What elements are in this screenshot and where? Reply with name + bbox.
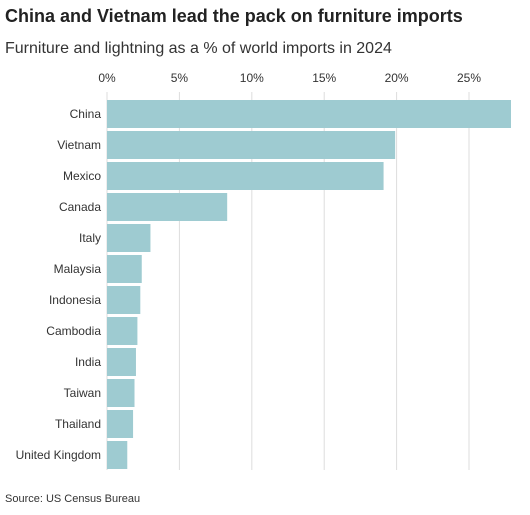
category-label: Taiwan <box>64 386 101 400</box>
bar-vietnam <box>107 131 396 159</box>
category-label: Thailand <box>55 417 101 431</box>
x-tick-label: 0% <box>98 71 116 85</box>
bar-canada <box>107 193 228 221</box>
x-axis-ticks: 0% 5% 10% 15% 20% 25% <box>98 71 481 85</box>
bar-china <box>107 100 511 128</box>
category-label: India <box>75 355 101 369</box>
bars <box>107 100 511 469</box>
category-label: Mexico <box>63 169 101 183</box>
x-tick-label: 10% <box>240 71 264 85</box>
source-note: Source: US Census Bureau <box>5 493 141 505</box>
category-label: Italy <box>79 231 101 245</box>
bar-italy <box>107 224 151 252</box>
x-tick-label: 5% <box>171 71 189 85</box>
bar-taiwan <box>107 379 135 407</box>
category-label: Indonesia <box>49 293 101 307</box>
bar-india <box>107 348 136 376</box>
category-label: Vietnam <box>57 138 101 152</box>
bar-malaysia <box>107 255 142 283</box>
category-label: Canada <box>59 200 101 214</box>
category-labels: ChinaVietnamMexicoCanadaItalyMalaysiaInd… <box>16 107 102 462</box>
category-label: Malaysia <box>54 262 102 276</box>
bar-thailand <box>107 410 134 438</box>
category-label: China <box>70 107 102 121</box>
bar-mexico <box>107 162 384 190</box>
bar-cambodia <box>107 317 138 345</box>
category-label: Cambodia <box>46 324 101 338</box>
x-tick-label: 15% <box>312 71 336 85</box>
x-tick-label: 20% <box>385 71 409 85</box>
chart-subtitle: Furniture and lightning as a % of world … <box>5 40 392 57</box>
bar-indonesia <box>107 286 141 314</box>
chart-title: China and Vietnam lead the pack on furni… <box>5 6 463 26</box>
category-label: United Kingdom <box>16 448 101 462</box>
bar-united-kingdom <box>107 441 128 469</box>
x-tick-label: 25% <box>457 71 481 85</box>
